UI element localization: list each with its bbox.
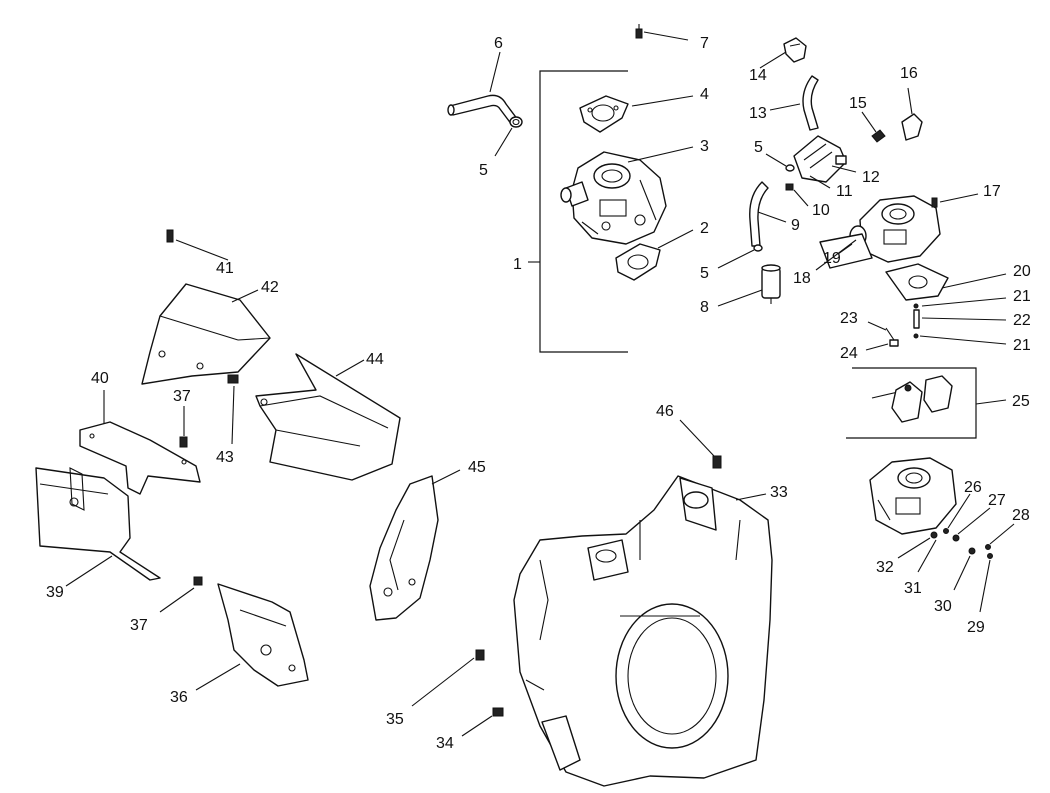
part-bolt-37a bbox=[179, 436, 188, 448]
part-fuel-pump-12 bbox=[793, 135, 847, 183]
part-hose-9 bbox=[749, 181, 769, 247]
callout-30: 30 bbox=[934, 598, 952, 615]
part-clamp-5c bbox=[753, 244, 763, 252]
callout-4: 4 bbox=[700, 86, 709, 103]
callout-20: 20 bbox=[1013, 263, 1031, 280]
callout-28: 28 bbox=[1012, 507, 1030, 524]
callout-5c: 5 bbox=[700, 265, 709, 282]
callout-45: 45 bbox=[468, 459, 486, 476]
part-shield-36 bbox=[217, 583, 309, 687]
callout-9: 9 bbox=[791, 217, 800, 234]
callout-13: 13 bbox=[749, 105, 767, 122]
callout-10: 10 bbox=[812, 202, 830, 219]
callout-21a: 21 bbox=[1013, 288, 1031, 305]
part-spring-24 bbox=[889, 339, 899, 347]
callout-3: 3 bbox=[700, 138, 709, 155]
group-bracket-1 bbox=[539, 70, 628, 353]
part-clamp-5 bbox=[509, 116, 523, 128]
leader-lines bbox=[65, 31, 1015, 737]
callout-40: 40 bbox=[91, 370, 109, 387]
callout-8: 8 bbox=[700, 299, 709, 316]
callout-29: 29 bbox=[967, 619, 985, 636]
callout-39: 39 bbox=[46, 584, 64, 601]
part-screw-7 bbox=[635, 24, 643, 39]
callout-6: 6 bbox=[494, 35, 503, 52]
callout-43: 43 bbox=[216, 449, 234, 466]
part-filter-8 bbox=[761, 264, 781, 304]
callout-41: 41 bbox=[216, 260, 234, 277]
callout-19: 19 bbox=[823, 250, 841, 267]
callout-2: 2 bbox=[700, 220, 709, 237]
part-carb-body-26-32 bbox=[869, 457, 993, 559]
part-pin-23 bbox=[885, 327, 895, 341]
part-fuel-hose-6 bbox=[447, 94, 519, 126]
part-clip-14 bbox=[783, 37, 807, 63]
part-bolt-43 bbox=[227, 374, 239, 384]
part-solenoid-kit-25 bbox=[846, 367, 977, 439]
callout-5a: 5 bbox=[479, 162, 488, 179]
callout-14: 14 bbox=[749, 67, 767, 84]
callout-26: 26 bbox=[964, 479, 982, 496]
callout-25: 25 bbox=[1012, 393, 1030, 410]
callout-16: 16 bbox=[900, 65, 918, 82]
callout-33: 33 bbox=[770, 484, 788, 501]
callout-37b: 37 bbox=[130, 617, 148, 634]
part-bracket-40 bbox=[79, 421, 201, 495]
part-bolt-35 bbox=[475, 649, 485, 661]
callout-18: 18 bbox=[793, 270, 811, 287]
part-needle-22 bbox=[913, 303, 920, 339]
part-gasket-18 bbox=[819, 233, 873, 269]
callout-37a: 37 bbox=[173, 388, 191, 405]
part-baffle-44 bbox=[255, 353, 401, 481]
part-fuel-line-13 bbox=[802, 75, 819, 131]
part-gasket-4 bbox=[579, 95, 629, 133]
callout-23: 23 bbox=[840, 310, 858, 327]
callout-5b: 5 bbox=[754, 139, 763, 156]
callout-24: 24 bbox=[840, 345, 858, 362]
callout-42: 42 bbox=[261, 279, 279, 296]
callout-7: 7 bbox=[700, 35, 709, 52]
callout-1: 1 bbox=[513, 256, 522, 273]
part-shroud-42 bbox=[141, 283, 271, 385]
part-carburetor-3 bbox=[560, 151, 667, 245]
callout-32: 32 bbox=[876, 559, 894, 576]
part-screw-17 bbox=[931, 197, 938, 208]
part-plate-39 bbox=[35, 467, 161, 581]
callout-17: 17 bbox=[983, 183, 1001, 200]
callout-34: 34 bbox=[436, 735, 454, 752]
part-fitting-10 bbox=[785, 183, 794, 191]
part-blower-housing-33 bbox=[513, 475, 773, 787]
part-clamp-5b bbox=[785, 164, 795, 172]
part-bolt-37b bbox=[193, 576, 203, 586]
callout-44: 44 bbox=[366, 351, 384, 368]
callout-35: 35 bbox=[386, 711, 404, 728]
part-screw-15 bbox=[871, 129, 886, 143]
part-bolt-34 bbox=[492, 707, 504, 717]
callout-27: 27 bbox=[988, 492, 1006, 509]
part-bolt-46 bbox=[712, 455, 722, 469]
part-gasket-2 bbox=[615, 243, 661, 281]
part-bracket-45 bbox=[369, 475, 439, 621]
callout-21b: 21 bbox=[1013, 337, 1031, 354]
callout-22: 22 bbox=[1013, 312, 1031, 329]
callout-31: 31 bbox=[904, 580, 922, 597]
part-clip-16 bbox=[901, 113, 923, 141]
part-bolt-41 bbox=[166, 229, 174, 243]
callout-36: 36 bbox=[170, 689, 188, 706]
callout-11: 11 bbox=[836, 183, 853, 200]
callout-15: 15 bbox=[849, 95, 867, 112]
callout-labels: 1 2 3 4 5 5 5 6 7 8 9 10 11 12 13 14 15 … bbox=[46, 35, 1031, 752]
callout-12: 12 bbox=[862, 169, 880, 186]
callout-46: 46 bbox=[656, 403, 674, 420]
part-gasket-20 bbox=[885, 263, 949, 301]
